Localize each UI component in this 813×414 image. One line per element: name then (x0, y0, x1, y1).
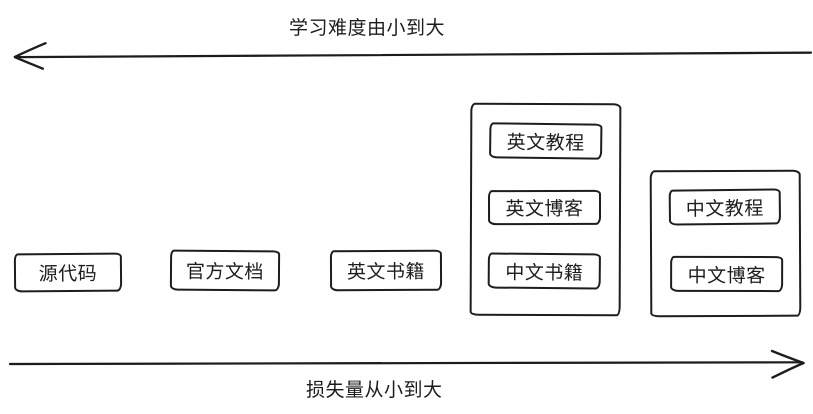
node-label: 英文教程 (506, 132, 585, 154)
node-english-blogs: 英文博客 (487, 189, 602, 226)
node-chinese-books: 中文书籍 (487, 252, 601, 290)
node-label: 中文教程 (685, 198, 764, 220)
node-label: 中文博客 (687, 265, 766, 287)
node-chinese-tutorials: 中文教程 (668, 188, 782, 226)
difficulty-axis-label: 学习难度由小到大 (289, 18, 446, 39)
node-label: 官方文档 (185, 261, 265, 284)
resource-group-english: 英文教程 英文博客 中文书籍 (469, 102, 622, 317)
node-source-code: 源代码 (13, 252, 123, 293)
node-label: 英文书籍 (346, 261, 426, 284)
right-arrow-icon (8, 349, 805, 379)
node-official-docs: 官方文档 (169, 249, 281, 292)
node-english-tutorials: 英文教程 (489, 122, 603, 160)
node-chinese-blogs: 中文博客 (670, 255, 784, 293)
node-label: 英文博客 (505, 198, 584, 221)
node-english-books: 英文书籍 (329, 249, 443, 292)
node-label: 源代码 (38, 263, 98, 286)
left-arrow-icon (13, 42, 813, 70)
node-label: 中文书籍 (505, 262, 584, 284)
resource-group-chinese: 中文教程 中文博客 (649, 169, 802, 318)
loss-axis-label: 损失量从小到大 (306, 380, 443, 401)
